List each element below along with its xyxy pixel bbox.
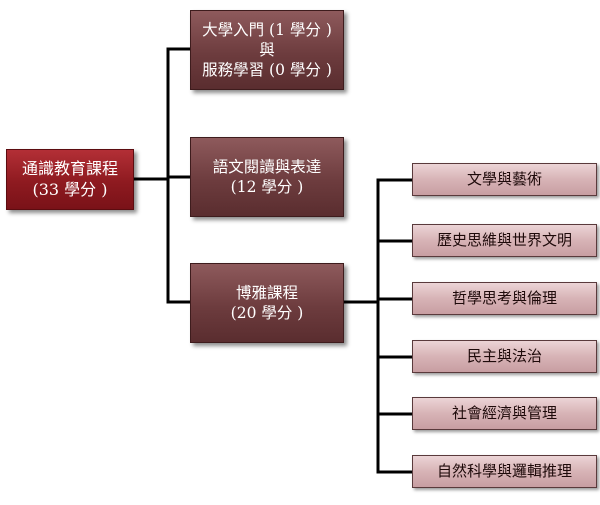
area-node-philosophy-ethics: 哲學思考與倫理 <box>412 282 597 315</box>
area-node-history-civilization: 歷史思維與世界文明 <box>412 224 597 257</box>
group-2-title: 語文閱讀與表達 <box>212 157 322 176</box>
group-1-line-1: 大學入門 (1 學分 ) <box>202 20 332 39</box>
area-label: 哲學思考與倫理 <box>451 288 557 307</box>
area-node-democracy-law: 民主與法治 <box>412 340 597 373</box>
root-credits: (33 學分 ) <box>32 179 108 199</box>
group-1-line-2: 與 <box>259 40 275 59</box>
area-label: 自然科學與邏輯推理 <box>436 461 572 480</box>
area-label: 歷史思維與世界文明 <box>436 230 572 249</box>
area-node-science-logic: 自然科學與邏輯推理 <box>412 455 597 488</box>
area-node-literature-arts: 文學與藝術 <box>412 163 597 196</box>
area-label: 民主與法治 <box>466 346 542 365</box>
group-3-title: 博雅課程 <box>235 283 298 302</box>
group-node-liberal-arts: 博雅課程 (20 學分 ) <box>190 263 344 343</box>
group-3-credits: (20 學分 ) <box>230 304 304 322</box>
group-2-credits: (12 學分 ) <box>230 178 304 196</box>
group-1-line-3: 服務學習 (0 學分 ) <box>202 61 332 80</box>
root-node-general-education: 通識教育課程 (33 學分 ) <box>6 149 134 210</box>
area-label: 社會經濟與管理 <box>451 403 557 422</box>
group-node-language: 語文閱讀與表達 (12 學分 ) <box>190 137 344 217</box>
root-title: 通識教育課程 <box>21 158 118 178</box>
area-node-society-economy: 社會經濟與管理 <box>412 397 597 430</box>
area-label: 文學與藝術 <box>466 169 542 188</box>
group-node-intro-and-service: 大學入門 (1 學分 ) 與 服務學習 (0 學分 ) <box>190 10 344 90</box>
